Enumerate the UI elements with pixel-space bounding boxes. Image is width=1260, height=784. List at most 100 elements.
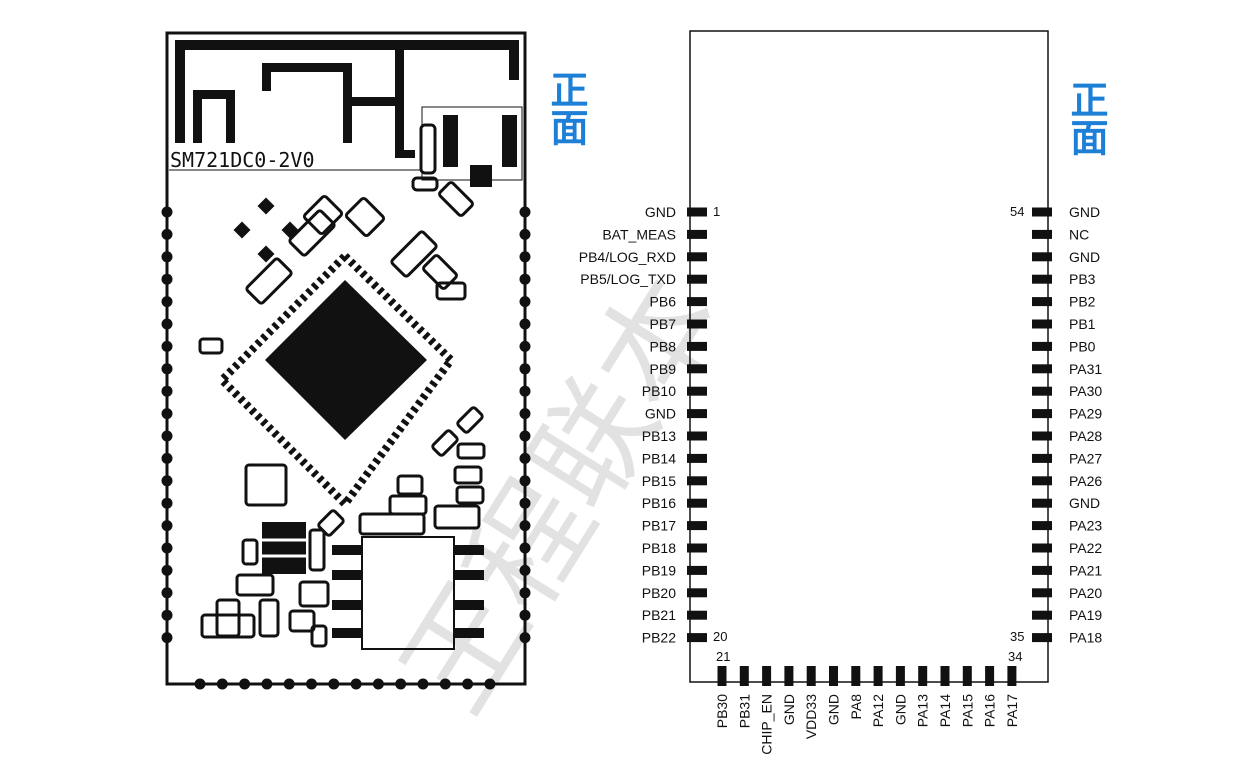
edge-pad <box>439 678 451 690</box>
pin-list: GNDBAT_MEASPB4/LOG_RXDPB5/LOG_TXDPB6PB7P… <box>579 204 1103 755</box>
pin-label-right-pa31: PA31 <box>1069 361 1102 377</box>
pin-pad-left <box>687 498 707 508</box>
pin-label-bottom-gnd: GND <box>826 694 842 725</box>
pin-number-21: 21 <box>716 649 730 664</box>
pin-label-left-pb7: PB7 <box>650 316 677 332</box>
pin-label-right-pa22: PA22 <box>1069 540 1102 556</box>
pin-pad-left <box>687 588 707 598</box>
pin-pad-left <box>687 409 707 419</box>
pin-label-bottom-pa14: PA14 <box>937 694 953 727</box>
pin-number-54: 54 <box>1010 204 1024 219</box>
edge-pad <box>161 632 173 644</box>
pin-pad-right <box>1032 364 1052 374</box>
pin-pad-bottom <box>784 666 794 686</box>
edge-pad <box>239 678 251 690</box>
pin-label-right-pb0: PB0 <box>1069 338 1096 354</box>
edge-pad <box>161 363 173 375</box>
edge-pad <box>519 520 531 532</box>
edge-pad <box>519 340 531 352</box>
pin-pad-right <box>1032 543 1052 553</box>
edge-pad <box>161 273 173 285</box>
pin-pad-right <box>1032 453 1052 463</box>
pin-pad-right <box>1032 386 1052 396</box>
pin-label-right-pa26: PA26 <box>1069 473 1102 489</box>
pin-label-left-pb5-log-txd: PB5/LOG_TXD <box>580 271 676 287</box>
pin-label-left-pb15: PB15 <box>642 473 676 489</box>
pin-pad-bottom <box>806 666 816 686</box>
edge-pad <box>372 678 384 690</box>
pcb-antenna <box>175 40 519 158</box>
pin-pad-bottom <box>962 666 972 686</box>
pin-label-bottom-gnd: GND <box>892 694 908 725</box>
pin-pad-left <box>687 341 707 351</box>
edge-pad <box>519 497 531 509</box>
pin-number-34: 34 <box>1008 649 1022 664</box>
edge-pad <box>519 296 531 308</box>
pin-number-20: 20 <box>713 629 727 644</box>
edge-pad <box>161 452 173 464</box>
pin-label-left-bat-meas: BAT_MEAS <box>602 226 676 242</box>
pin-label-bottom-pa16: PA16 <box>982 694 998 727</box>
edge-pad <box>519 452 531 464</box>
pin-label-bottom-pb30: PB30 <box>714 694 730 728</box>
pin-pad-right <box>1032 610 1052 620</box>
pin-label-bottom-pa17: PA17 <box>1004 694 1020 727</box>
pin-label-left-gnd: GND <box>645 204 676 220</box>
pin-pad-left <box>687 274 707 284</box>
pin-pad-left <box>687 319 707 329</box>
pin-label-right-pa28: PA28 <box>1069 428 1102 444</box>
pin-pad-bottom <box>739 666 749 686</box>
edge-pad <box>161 430 173 442</box>
pcb-connector <box>411 115 517 192</box>
module-outline <box>689 30 1049 683</box>
pin-label-left-pb16: PB16 <box>642 495 676 511</box>
pin-pad-left <box>687 521 707 531</box>
edge-pad <box>519 632 531 644</box>
edge-pad <box>519 251 531 263</box>
pcb-front-view: SM721DC0-2V0 <box>161 31 531 690</box>
pin-label-left-pb8: PB8 <box>650 338 677 354</box>
pin-label-right-pa23: PA23 <box>1069 518 1102 534</box>
pin-label-left-pb18: PB18 <box>642 540 676 556</box>
pin-pad-left <box>687 565 707 575</box>
edge-pad <box>161 318 173 330</box>
pin-pad-bottom <box>829 666 838 686</box>
pin-label-left-pb19: PB19 <box>642 562 676 578</box>
pin-pad-left <box>687 633 707 643</box>
pin-pad-left <box>687 297 707 307</box>
side-caption-right: 正面 <box>1064 80 1108 156</box>
pin-label-bottom-pa8: PA8 <box>848 694 864 720</box>
pin-label-right-pa20: PA20 <box>1069 585 1102 601</box>
pin-pad-left <box>687 543 707 553</box>
edge-pad <box>161 609 173 621</box>
pin-label-left-pb10: PB10 <box>642 383 676 399</box>
pin-pad-right <box>1032 297 1052 307</box>
edge-pad <box>161 520 173 532</box>
pin-label-bottom-pa13: PA13 <box>915 694 931 727</box>
pcb-diamond-part <box>233 197 299 263</box>
mcu-chip <box>216 250 457 511</box>
pin-pad-right <box>1032 521 1052 531</box>
pin-pad-bottom <box>1007 666 1017 686</box>
edge-pad <box>161 251 173 263</box>
pin-label-right-pb1: PB1 <box>1069 316 1096 332</box>
edge-pad <box>519 475 531 487</box>
pin-pad-bottom <box>762 666 772 686</box>
pin-pad-bottom <box>851 666 861 686</box>
pin-label-right-gnd: GND <box>1069 249 1100 265</box>
edge-pad <box>161 564 173 576</box>
pin-pad-left <box>687 364 707 374</box>
edge-pad <box>161 408 173 420</box>
pin-pad-right <box>1032 341 1052 351</box>
pin-label-right-pa29: PA29 <box>1069 406 1102 422</box>
edge-pad <box>395 678 407 690</box>
pin-pad-right <box>1032 319 1052 329</box>
pin-label-left-pb13: PB13 <box>642 428 676 444</box>
edge-pad <box>519 564 531 576</box>
pin-pad-bottom <box>985 666 995 686</box>
edge-pad <box>519 228 531 240</box>
flash-chip <box>332 536 484 650</box>
pin-label-right-gnd: GND <box>1069 495 1100 511</box>
pin-pad-left <box>687 431 707 441</box>
